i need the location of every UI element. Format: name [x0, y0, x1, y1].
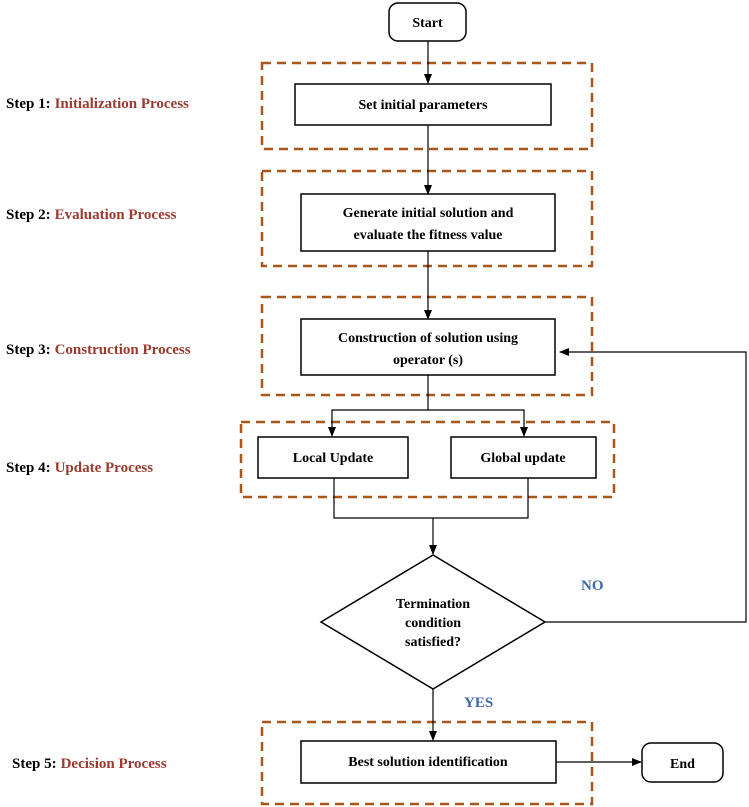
step2-group-border — [260, 169, 594, 268]
termination-label-line3: satisfied? — [405, 635, 461, 650]
set-parameters-label: Set initial parameters — [358, 98, 488, 113]
local-update-box — [257, 436, 409, 479]
termination-label-line1: Termination — [396, 597, 470, 612]
start-label: Start — [412, 16, 443, 31]
termination-decision-diamond — [319, 554, 547, 690]
arrow-construct-to-global — [428, 409, 528, 437]
best-solution-box — [300, 740, 557, 784]
generate-solution-box — [300, 193, 556, 252]
update-merge-line — [333, 478, 529, 519]
end-node — [641, 742, 724, 783]
generate-solution-label-line2: evaluate the fitness value — [354, 228, 503, 243]
construction-box — [300, 318, 556, 376]
construction-label-line1: Construction of solution using — [338, 331, 518, 346]
step3-group-border — [260, 295, 594, 397]
step1-label: Step 1:Initialization Process — [6, 96, 189, 112]
termination-label-line2: condition — [405, 616, 461, 631]
step1-group-border — [260, 61, 594, 151]
start-node — [388, 2, 467, 42]
step4-group-border — [239, 420, 616, 499]
best-solution-label: Best solution identification — [348, 755, 508, 770]
arrow-no-loop-back — [545, 348, 747, 623]
construction-label-line2: operator (s) — [393, 353, 463, 368]
local-update-label: Local Update — [293, 451, 374, 466]
end-label: End — [670, 757, 695, 772]
arrow-construct-to-local — [328, 375, 429, 437]
step5-group-border — [260, 720, 594, 806]
global-update-label: Global update — [480, 451, 565, 466]
step4-label: Step 4:Update Process — [6, 460, 153, 476]
yes-branch-label: YES — [464, 695, 493, 711]
generate-solution-label-line1: Generate initial solution and — [343, 206, 514, 221]
no-branch-label: NO — [581, 578, 604, 594]
global-update-box — [450, 436, 597, 479]
step3-label: Step 3:Construction Process — [6, 342, 191, 358]
set-parameters-box — [294, 83, 552, 126]
step5-label: Step 5:Decision Process — [12, 756, 167, 772]
step2-label: Step 2:Evaluation Process — [6, 207, 177, 223]
